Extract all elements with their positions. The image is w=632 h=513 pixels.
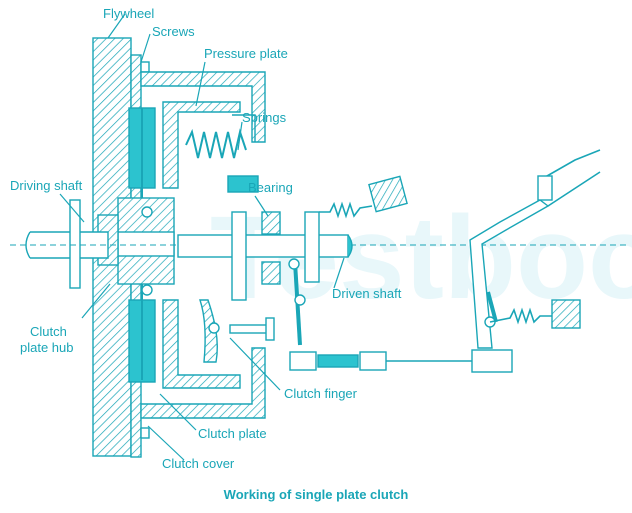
screws xyxy=(140,61,150,439)
bearing-return-spring xyxy=(319,175,408,219)
label-bearing: Bearing xyxy=(248,180,293,195)
label-springs: Springs xyxy=(242,110,287,125)
clutch-cover xyxy=(140,71,266,419)
label-pressure-plate: Pressure plate xyxy=(204,46,288,61)
label-driven-shaft: Driven shaft xyxy=(332,286,402,301)
pressure-plate xyxy=(162,101,241,389)
label-clutch-finger: Clutch finger xyxy=(284,386,358,401)
label-clutch-plate-hub-line2: plate hub xyxy=(20,340,74,355)
linkage-rod xyxy=(288,258,513,373)
label-flywheel: Flywheel xyxy=(103,6,154,21)
pedal-lever xyxy=(469,149,601,349)
springs xyxy=(185,114,259,193)
diagram-caption: Working of single plate clutch xyxy=(224,487,409,502)
driving-shaft xyxy=(25,199,109,289)
leader-lines xyxy=(59,13,345,461)
clutch-finger xyxy=(199,299,275,363)
pedal-return-spring xyxy=(489,299,581,329)
label-driving-shaft: Driving shaft xyxy=(10,178,83,193)
label-screws: Screws xyxy=(152,24,195,39)
driven-shaft xyxy=(177,211,353,301)
label-clutch-plate-hub-line1: Clutch xyxy=(30,324,67,339)
bearing xyxy=(261,211,281,285)
label-clutch-plate: Clutch plate xyxy=(198,426,267,441)
label-clutch-cover: Clutch cover xyxy=(162,456,235,471)
